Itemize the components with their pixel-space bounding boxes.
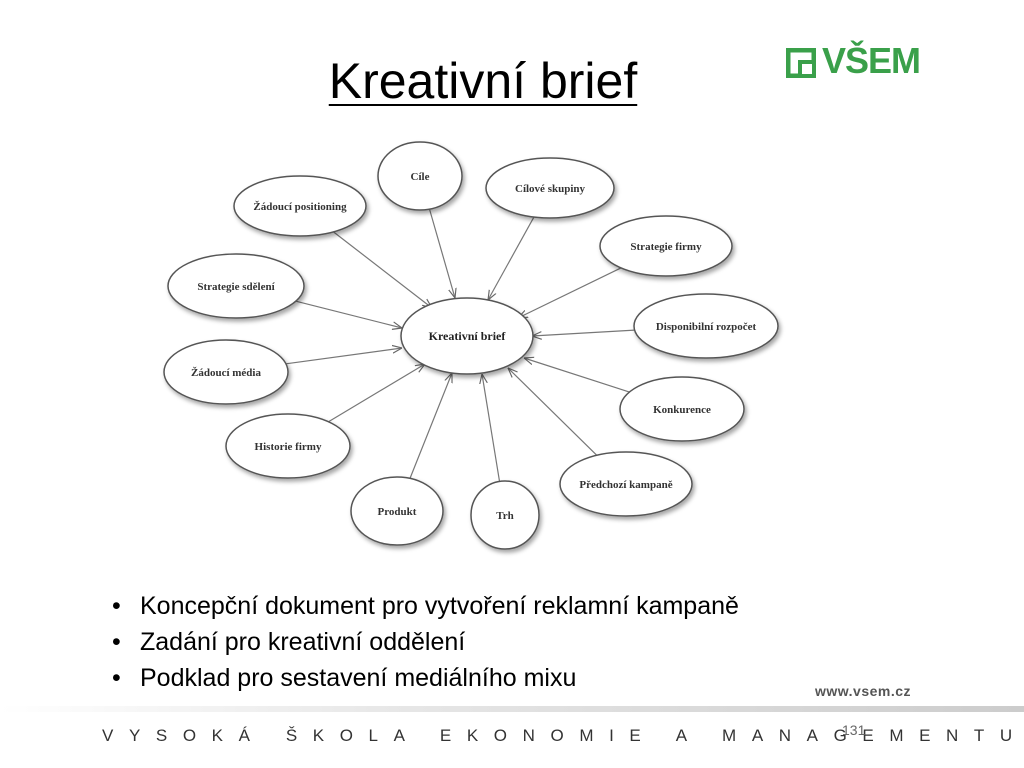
diagram-node: Žádoucí média <box>163 339 289 405</box>
diagram-center-node: Kreativní brief <box>400 297 534 375</box>
diagram-node: Historie firmy <box>225 413 351 479</box>
diagram-arrow <box>428 208 455 298</box>
node-ellipse <box>599 215 733 277</box>
diagram-arrow <box>524 358 630 393</box>
diagram-arrow <box>488 216 535 300</box>
node-ellipse <box>485 157 615 219</box>
diagram-arrow <box>409 373 452 479</box>
diagram-node: Strategie sdělení <box>167 253 305 319</box>
node-ellipse <box>350 476 444 546</box>
diagram-node: Produkt <box>350 476 444 546</box>
page-number: 131 <box>842 722 866 738</box>
node-ellipse <box>233 175 367 237</box>
diagram-arrow <box>295 300 402 328</box>
node-label: Produkt <box>378 506 417 518</box>
diagram-node: Konkurence <box>619 376 745 442</box>
node-label: Trh <box>496 510 514 522</box>
node-ellipse <box>470 480 540 550</box>
bullet-item: Koncepční dokument pro vytvoření reklamn… <box>112 588 739 624</box>
diagram-node: Trh <box>470 480 540 550</box>
node-label: Žádoucí positioning <box>253 201 347 213</box>
bullet-item: Podklad pro sestavení mediálního mixu <box>112 660 739 696</box>
node-label: Historie firmy <box>255 441 322 453</box>
diagram-arrow <box>333 231 432 308</box>
logo-text: VŠEM <box>822 40 921 81</box>
diagram-arrows <box>285 208 635 482</box>
footer-school-name: VYSOKÁ ŠKOLA EKONOMIE A MANAGEMENTU <box>102 726 1024 745</box>
slide-title: Kreativní brief <box>0 52 966 110</box>
diagram-arrow <box>532 329 635 336</box>
node-ellipse <box>163 339 289 405</box>
node-ellipse <box>225 413 351 479</box>
node-label: Cíle <box>411 171 430 183</box>
bullet-item: Zadání pro kreativní oddělení <box>112 624 739 660</box>
node-ellipse <box>559 451 693 517</box>
node-label: Předchozí kampaně <box>579 479 672 491</box>
node-label: Strategie firmy <box>630 241 702 253</box>
node-label: Cílové skupiny <box>515 183 585 195</box>
slide-title-text: Kreativní brief <box>328 53 638 109</box>
diagram-arrow <box>508 368 598 456</box>
diagram-node: Předchozí kampaně <box>559 451 693 517</box>
diagram-arrow <box>518 267 622 318</box>
node-label: Žádoucí média <box>191 367 261 379</box>
node-ellipse <box>633 293 779 359</box>
node-label: Strategie sdělení <box>197 281 275 293</box>
diagram-node: Žádoucí positioning <box>233 175 367 237</box>
diagram-arrow <box>328 364 425 423</box>
footer-divider <box>0 706 1024 712</box>
diagram-node: Cílové skupiny <box>485 157 615 219</box>
center-node-label: Kreativní brief <box>429 329 507 343</box>
logo-mark-icon <box>786 48 816 78</box>
vsem-logo: VŠEM <box>786 40 926 82</box>
node-label: Disponibilní rozpočet <box>656 321 757 333</box>
node-ellipse <box>377 141 463 211</box>
node-ellipse <box>619 376 745 442</box>
diagram-arrow <box>285 348 402 365</box>
diagram-node: Cíle <box>377 141 463 211</box>
node-ellipse <box>167 253 305 319</box>
bullet-list: Koncepční dokument pro vytvoření reklamn… <box>112 588 739 696</box>
diagram-node: Disponibilní rozpočet <box>633 293 779 359</box>
node-label: Konkurence <box>653 404 711 416</box>
website-url[interactable]: www.vsem.cz <box>815 683 912 699</box>
diagram-node: Strategie firmy <box>599 215 733 277</box>
diagram-arrow <box>482 374 501 482</box>
